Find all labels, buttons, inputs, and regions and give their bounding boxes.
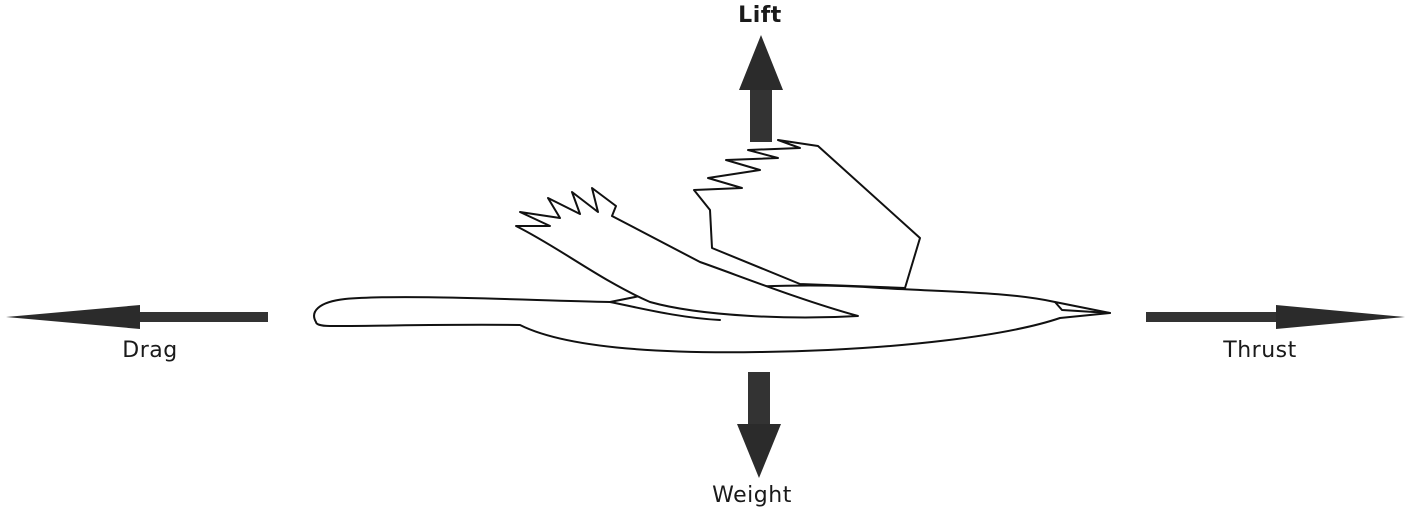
thrust-arrow — [1146, 305, 1405, 329]
drag-label: Drag — [122, 338, 177, 363]
bird-outline-illustration — [313, 139, 1111, 354]
weight-label: Weight — [712, 483, 792, 508]
bird-near-wing — [515, 187, 859, 319]
bird-body-line — [609, 301, 721, 321]
lift-label: Lift — [738, 3, 782, 28]
weight-arrow — [737, 372, 781, 478]
bird-far-wing — [693, 139, 921, 289]
bird-beak-line — [1054, 301, 1111, 314]
thrust-label: Thrust — [1222, 338, 1296, 363]
drag-arrow — [6, 305, 268, 329]
lift-arrow — [739, 35, 783, 142]
